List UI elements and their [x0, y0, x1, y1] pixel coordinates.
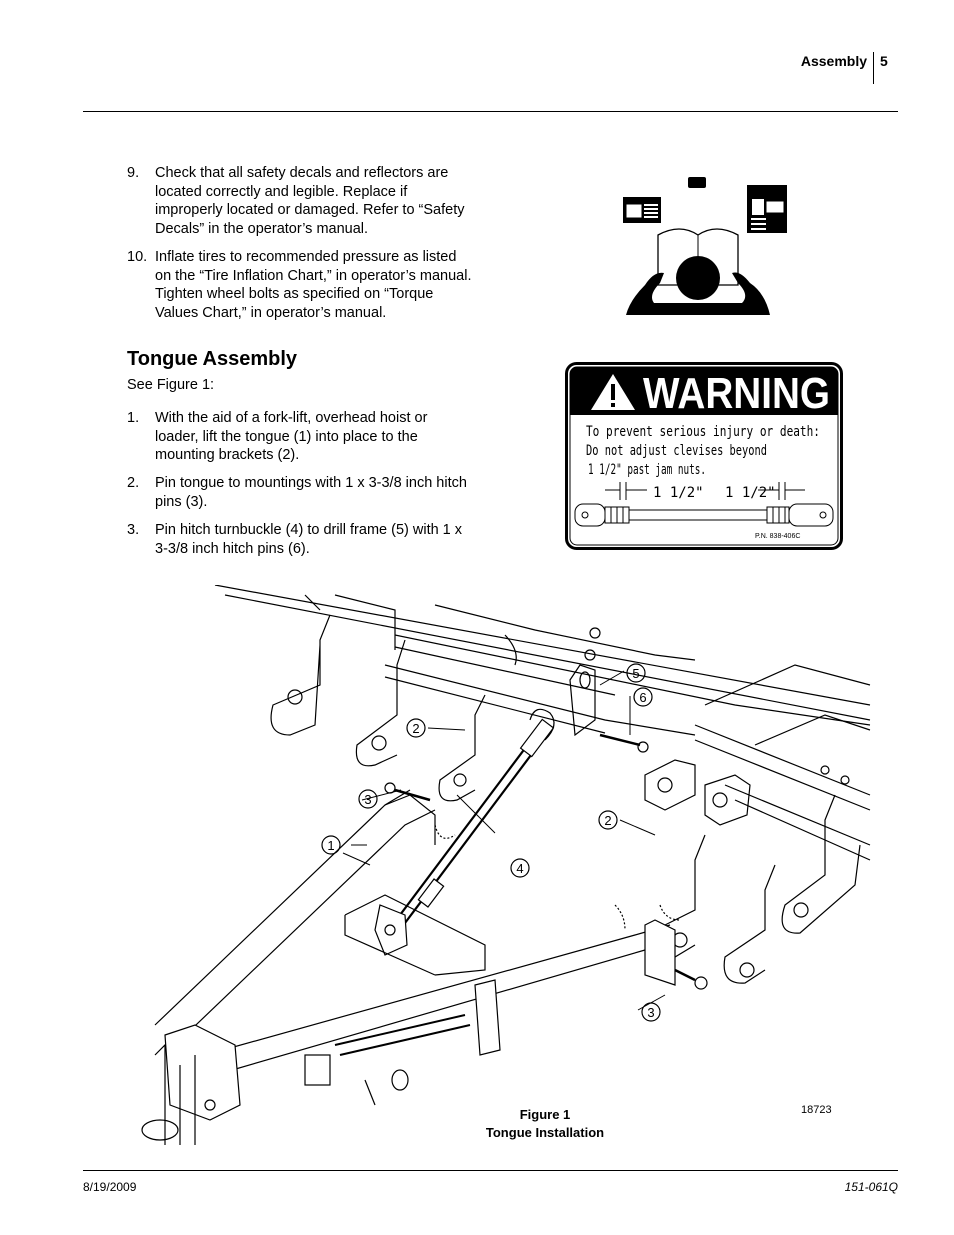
list-item-text: Inflate tires to recommended pressure as… [155, 249, 472, 321]
list-item-text: With the aid of a fork-lift, overhead ho… [155, 410, 428, 463]
svg-text:4: 4 [516, 861, 523, 876]
warning-decal: WARNING To prevent serious injury or dea… [565, 362, 843, 550]
callout-6: 6 [633, 687, 653, 707]
warning-line-1: To prevent serious injury or death: [586, 424, 820, 440]
svg-text:6: 6 [639, 690, 646, 705]
warning-dim-left: 1 1/2" [653, 485, 704, 501]
figure-caption: Figure 1 Tongue Installation [440, 1106, 650, 1142]
svg-text:2: 2 [604, 813, 611, 828]
footer-rule [83, 1170, 898, 1171]
header-divider [873, 52, 874, 84]
list-item: 3. Pin hitch turnbuckle (4) to drill fra… [127, 521, 472, 558]
header-rule [83, 111, 898, 112]
tongue-installation-figure: 1 2 2 3 3 4 5 6 [141, 585, 871, 1145]
warning-dim-right: 1 1/2" [725, 485, 776, 501]
callout-5: 5 [626, 663, 646, 683]
list-item-number: 2. [127, 475, 140, 491]
list-item-number: 3. [127, 522, 140, 538]
footer-doc-number: 151-061Q [844, 1180, 898, 1194]
figure-caption-subtitle: Tongue Installation [485, 1125, 605, 1140]
list-item-number: 1. [127, 410, 140, 426]
running-header-section: Assembly [800, 53, 867, 69]
warning-line-2: Do not adjust clevises beyond [586, 443, 767, 459]
figure-caption-title: Figure 1 [519, 1107, 571, 1122]
list-item: 1. With the aid of a fork-lift, overhead… [127, 409, 472, 465]
list-item: 10. Inflate tires to recommended pressur… [127, 248, 472, 322]
read-manual-icon [623, 177, 787, 315]
warning-signal-word: WARNING [643, 369, 830, 418]
callout-2-left: 2 [406, 718, 426, 738]
warning-part-number: P.N. 838-406C [755, 533, 800, 540]
svg-text:1: 1 [327, 838, 334, 853]
svg-text:5: 5 [632, 666, 639, 681]
svg-text:2: 2 [412, 721, 419, 736]
figure-number: 18723 [801, 1104, 832, 1116]
list-item-text: Pin tongue to mountings with 1 x 3-3/8 i… [155, 475, 467, 510]
list-item-text: Pin hitch turnbuckle (4) to drill frame … [155, 522, 463, 557]
callout-3-left: 3 [358, 789, 378, 809]
callout-3-right: 3 [641, 1002, 661, 1022]
list-item: 2. Pin tongue to mountings with 1 x 3-3/… [127, 474, 472, 511]
list-item: 9. Check that all safety decals and refl… [127, 164, 472, 238]
callout-1: 1 [321, 835, 341, 855]
warning-line-3: 1 1/2" past jam nuts. [588, 462, 706, 478]
section-heading: Tongue Assembly [127, 348, 298, 370]
list-item-number: 10. [127, 249, 148, 265]
list-item-number: 9. [127, 165, 140, 181]
footer-date: 8/19/2009 [83, 1180, 137, 1194]
svg-text:3: 3 [364, 792, 371, 807]
callout-2-right: 2 [598, 810, 618, 830]
list-item-text: Check that all safety decals and reflect… [155, 165, 465, 237]
callout-4: 4 [510, 858, 530, 878]
svg-text:3: 3 [647, 1005, 654, 1020]
figure-reference: See Figure 1: [127, 377, 215, 393]
page-number: 5 [880, 53, 888, 69]
